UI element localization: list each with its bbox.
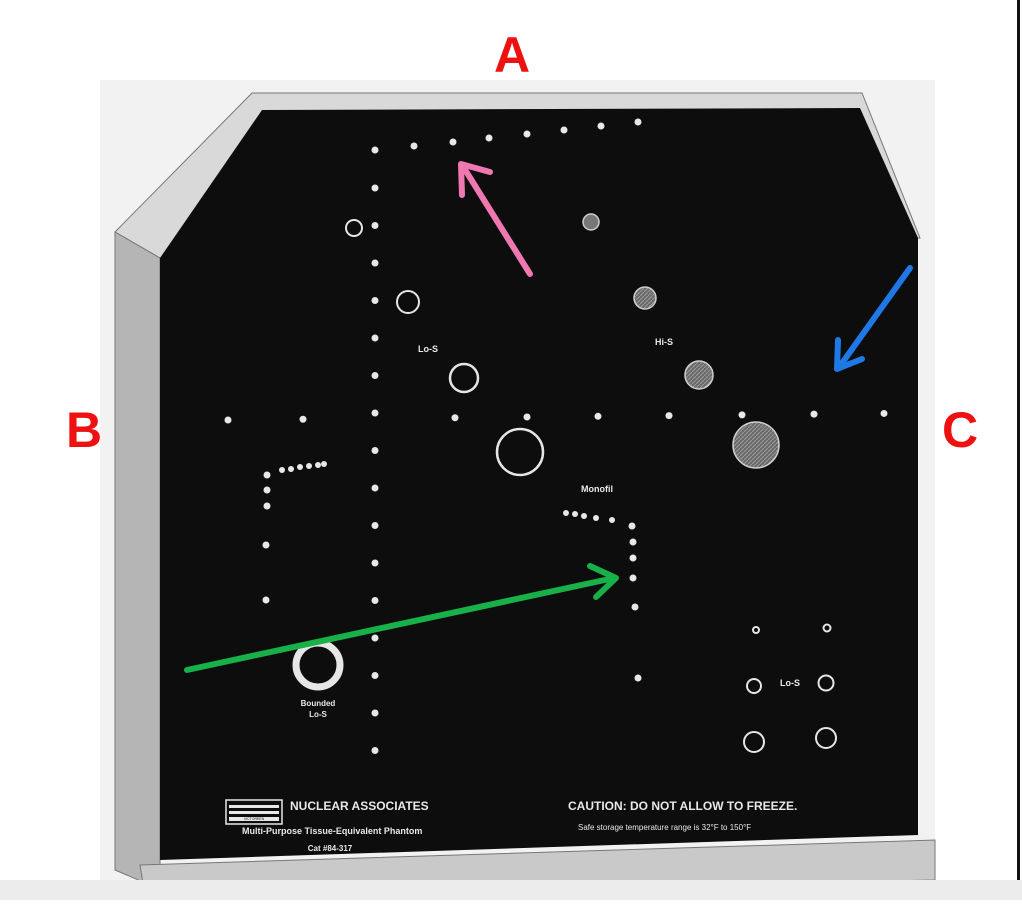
target-dot: [563, 510, 569, 516]
target-dot: [299, 415, 307, 423]
target-dot: [371, 747, 379, 754]
lo-s-target-xlarge: [495, 427, 545, 477]
target-dot: [321, 461, 327, 467]
label-b: B: [66, 402, 102, 458]
target-dot: [371, 146, 379, 154]
hi-s-targets: [582, 213, 780, 469]
target-dot: [738, 411, 746, 419]
hi-s-target-large: [684, 360, 714, 390]
hi-s-target-xlarge: [732, 421, 780, 469]
target-dot: [449, 138, 457, 146]
lo-s-target-small: [345, 219, 363, 237]
blue-arrow: [834, 265, 913, 372]
target-dot: [593, 515, 599, 521]
target-dot: [297, 464, 303, 470]
target-dot: [315, 462, 321, 468]
svg-text:VICTOREEN: VICTOREEN: [244, 817, 265, 821]
target-dot: [288, 466, 294, 472]
target-dot: [410, 142, 418, 150]
target-dot: [371, 559, 379, 567]
target-dot: [224, 416, 232, 424]
lo-s-text: Lo-S: [418, 344, 438, 354]
target-dot: [597, 122, 605, 130]
target-dot: [523, 130, 531, 138]
storage-text: Safe storage temperature range is 32°F t…: [578, 823, 751, 832]
phantom-frame-side: [114, 231, 161, 886]
lo-s-target-large: [448, 362, 480, 394]
target-dot: [371, 222, 379, 229]
green-arrow: [184, 563, 619, 673]
target-dot: [634, 118, 642, 126]
target-dot: [451, 414, 459, 422]
lo-s-targets-lower: [743, 623, 837, 753]
label-c: C: [942, 402, 978, 458]
target-dot: [371, 297, 379, 304]
phantom-face: [160, 108, 918, 860]
lo-s-lower-4: [817, 674, 835, 692]
target-dot: [371, 184, 379, 192]
target-dot: [594, 412, 602, 420]
target-dot: [262, 541, 270, 549]
lo-s-lower-1: [752, 626, 760, 634]
target-dot: [371, 709, 379, 717]
monofil-text: Monofil: [581, 484, 613, 494]
hi-s-text: Hi-S: [655, 337, 673, 347]
product-name: Multi-Purpose Tissue-Equivalent Phantom: [242, 826, 422, 836]
target-dot: [263, 502, 271, 510]
hi-s-target-medium: [633, 286, 657, 310]
target-dot: [371, 409, 379, 417]
lo-s-lower-3: [746, 678, 762, 694]
target-dot: [634, 674, 642, 682]
target-dots: [224, 118, 888, 754]
target-dot: [371, 522, 379, 529]
pink-arrow: [458, 161, 533, 277]
target-dot: [810, 410, 818, 418]
target-dot: [629, 538, 637, 546]
target-dot: [485, 134, 493, 142]
bounded-text: Bounded: [301, 699, 336, 708]
label-a: A: [494, 27, 530, 83]
page-edge-line: [1017, 0, 1020, 880]
target-dot: [523, 413, 531, 421]
target-dot: [371, 372, 379, 379]
target-dot: [581, 513, 587, 519]
target-dot: [371, 597, 379, 604]
target-dot: [629, 554, 637, 562]
target-dot: [572, 511, 578, 517]
target-dot: [279, 467, 285, 473]
target-dot: [560, 126, 568, 134]
lo-s-lower-5: [743, 731, 765, 753]
hi-s-target-small: [582, 213, 600, 231]
target-dot: [263, 471, 271, 479]
catalog-number: Cat #84-317: [308, 844, 353, 853]
lo-s-lower-6: [815, 727, 837, 749]
lo-s-targets-upper: [345, 219, 545, 477]
target-dot: [880, 409, 888, 417]
target-dot: [263, 486, 271, 494]
brand-name: NUCLEAR ASSOCIATES: [290, 799, 429, 813]
target-dot: [262, 596, 270, 604]
target-dot: [371, 672, 379, 679]
target-dot: [371, 447, 379, 454]
victoreen-logo: VICTOREEN: [225, 799, 283, 825]
target-dot: [628, 522, 636, 530]
caution-text: CAUTION: DO NOT ALLOW TO FREEZE.: [568, 799, 797, 813]
target-dot: [371, 634, 379, 642]
target-dot: [631, 603, 639, 611]
target-dot: [371, 259, 379, 267]
lo-s-bottom-text: Lo-S: [780, 678, 800, 688]
bottom-bar: [0, 880, 1022, 900]
lo-s-lower-2: [822, 623, 832, 633]
bounded-lo-s-text: Lo-S: [309, 710, 327, 719]
target-dot: [306, 463, 312, 469]
target-dot: [665, 412, 673, 420]
lo-s-target-medium: [396, 290, 420, 314]
target-dot: [371, 334, 379, 342]
target-dot: [371, 484, 379, 492]
target-dot: [629, 574, 637, 582]
target-dot: [609, 517, 615, 523]
